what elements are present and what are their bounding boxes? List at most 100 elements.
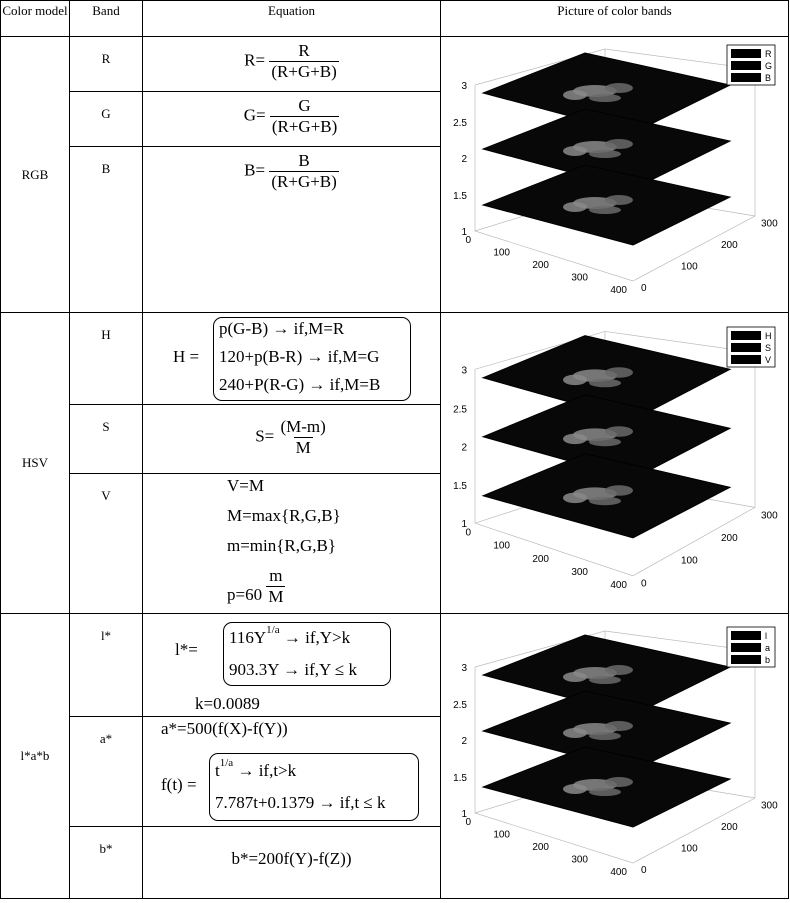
h-case-3: 240+P(R-G) → if,M=B bbox=[219, 375, 381, 394]
plot-legend: RGB bbox=[726, 44, 775, 86]
legend-label: B bbox=[765, 73, 771, 83]
r-den: (R+G+B) bbox=[269, 61, 339, 81]
h-brace bbox=[213, 317, 411, 401]
band-b-star: b* bbox=[69, 826, 143, 899]
y-tick: 100 bbox=[681, 843, 698, 854]
legend-swatch bbox=[730, 73, 761, 82]
s-fraction: (M-m)M bbox=[278, 417, 327, 458]
x-tick: 0 bbox=[465, 527, 471, 538]
legend-swatch bbox=[730, 330, 761, 340]
model-hsv: HSV bbox=[0, 312, 70, 614]
band-texture bbox=[562, 671, 587, 682]
z-tick: 1.5 bbox=[453, 481, 467, 492]
l-lhs: l*= bbox=[175, 640, 198, 659]
band-texture bbox=[588, 437, 621, 446]
band-texture bbox=[588, 378, 621, 387]
z-tick: 2.5 bbox=[453, 404, 467, 415]
equation-a: a*=500(f(X)-f(Y)) f(t) = t1/a → if,t>k 7… bbox=[142, 716, 441, 827]
l-case-2: 903.3Y → if,Y ≤ k bbox=[229, 660, 358, 679]
s-num: (M-m) bbox=[280, 417, 326, 436]
legend-swatch bbox=[730, 342, 761, 352]
x-tick: 300 bbox=[571, 566, 588, 577]
y-tick: 200 bbox=[721, 822, 738, 833]
y-tick: 100 bbox=[681, 262, 698, 273]
p-den: M bbox=[266, 586, 286, 606]
band-texture bbox=[588, 787, 621, 796]
band-texture bbox=[562, 202, 587, 212]
y-tick: 100 bbox=[681, 555, 698, 566]
legend-swatch bbox=[730, 61, 761, 70]
z-tick: 1.5 bbox=[453, 773, 467, 784]
legend-label: b bbox=[765, 655, 770, 665]
legend-label: l bbox=[765, 631, 767, 641]
band-texture bbox=[588, 150, 621, 158]
x-tick: 400 bbox=[610, 580, 627, 591]
equation-b-star: b*=200f(Y)-f(Z)) bbox=[142, 826, 441, 899]
x-tick: 200 bbox=[532, 842, 549, 853]
band-texture bbox=[588, 496, 621, 505]
f-case-1-rest: → if,t>k bbox=[233, 761, 297, 780]
z-tick: 2 bbox=[461, 154, 467, 165]
band-texture bbox=[562, 433, 587, 444]
band-texture bbox=[604, 366, 633, 378]
x-tick: 100 bbox=[493, 540, 510, 551]
f-case-1-base: t bbox=[215, 761, 220, 780]
r-lhs: R= bbox=[244, 50, 266, 70]
band-b: B bbox=[69, 146, 143, 313]
p-num: m bbox=[269, 566, 283, 585]
x-tick: 300 bbox=[571, 273, 588, 284]
z-tick: 3 bbox=[461, 365, 467, 376]
band-texture bbox=[562, 783, 587, 794]
legend-label: R bbox=[765, 49, 772, 59]
p-lhs: p=60 bbox=[227, 585, 263, 605]
band-v: V bbox=[69, 473, 143, 614]
v-line-2: M=max{R,G,B} bbox=[227, 506, 341, 525]
legend-swatch bbox=[730, 354, 761, 364]
l-brace bbox=[223, 622, 391, 686]
f-lhs: f(t) = bbox=[161, 775, 197, 794]
x-tick: 100 bbox=[493, 829, 510, 840]
f-brace bbox=[209, 753, 419, 821]
l-case-1-exp: 1/a bbox=[266, 624, 280, 636]
l-case-1-rest: → if,Y>k bbox=[279, 628, 351, 647]
band-texture bbox=[604, 776, 633, 787]
g-fraction: G(R+G+B) bbox=[269, 96, 340, 137]
legend-swatch bbox=[730, 49, 761, 58]
equation-h: H = p(G-B) → if,M=R 120+p(B-R) → if,M=G … bbox=[142, 312, 441, 405]
band-texture bbox=[604, 83, 633, 93]
g-den: (R+G+B) bbox=[269, 116, 340, 136]
l-case-1-base: 116Y bbox=[229, 628, 267, 647]
band-texture bbox=[588, 731, 621, 740]
f-case-1-exp: 1/a bbox=[219, 757, 234, 769]
band-texture bbox=[604, 720, 633, 731]
x-tick: 100 bbox=[493, 248, 510, 259]
equation-r: R= R(R+G+B) bbox=[142, 36, 441, 92]
z-tick: 2 bbox=[461, 442, 467, 453]
band-texture bbox=[562, 727, 587, 738]
y-tick: 0 bbox=[641, 865, 647, 876]
z-tick: 1 bbox=[461, 809, 467, 820]
b-den: (R+G+B) bbox=[269, 171, 339, 191]
legend-swatch bbox=[730, 630, 761, 640]
band-a: a* bbox=[69, 716, 143, 827]
r-fraction: R(R+G+B) bbox=[269, 41, 339, 82]
band-texture bbox=[604, 484, 633, 496]
y-tick: 300 bbox=[761, 800, 778, 811]
band-texture bbox=[562, 492, 587, 503]
legend-label: S bbox=[765, 343, 771, 353]
y-tick: 200 bbox=[721, 240, 738, 251]
b-star-line: b*=200f(Y)-f(Z)) bbox=[231, 849, 352, 868]
x-tick: 400 bbox=[610, 867, 627, 878]
h-lhs: H = bbox=[173, 347, 200, 366]
b-lhs: B= bbox=[244, 160, 266, 180]
band-texture bbox=[604, 195, 633, 205]
band-texture bbox=[588, 675, 621, 684]
header-picture: Picture of color bands bbox=[440, 0, 789, 37]
band-texture bbox=[562, 374, 587, 385]
